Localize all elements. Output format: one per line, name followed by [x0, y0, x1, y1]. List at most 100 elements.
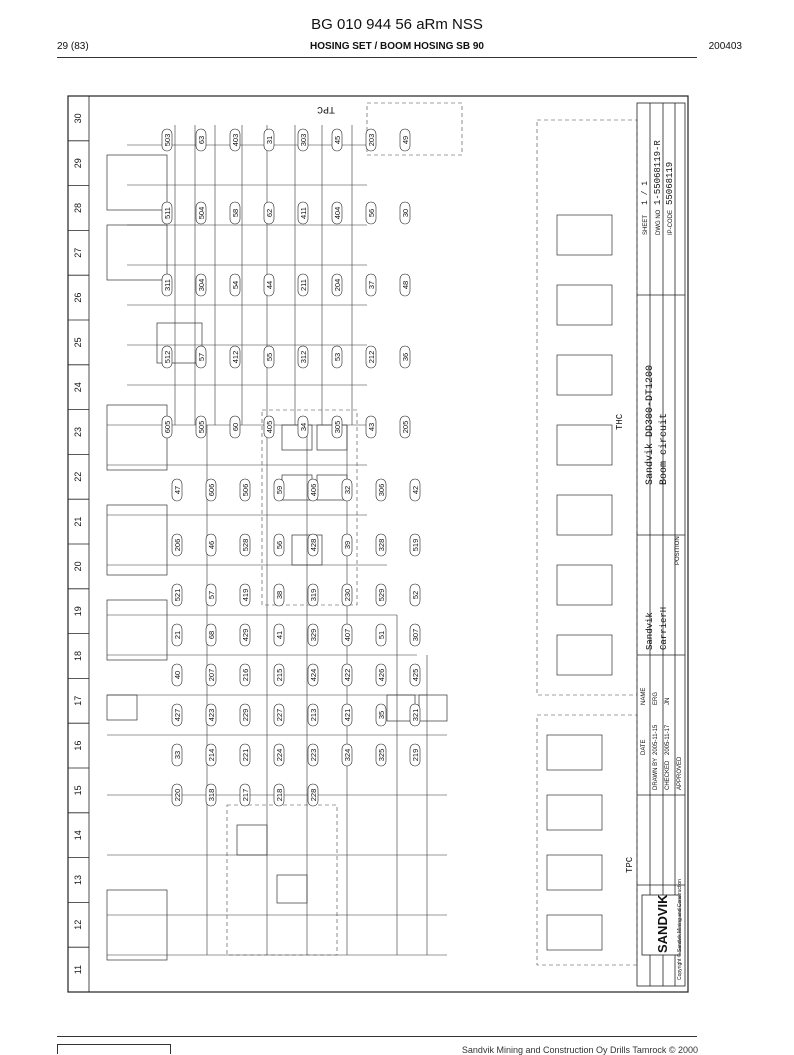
hose-number-label: 68: [205, 623, 217, 647]
grid-column-number: 29: [73, 158, 83, 168]
svg-text:424: 424: [309, 669, 318, 682]
grid-column-number: 12: [73, 920, 83, 930]
approved-label: APPROVED: [677, 756, 683, 790]
svg-text:512: 512: [163, 351, 172, 364]
hose-number-label: 318: [205, 783, 217, 807]
header-rule: [57, 57, 697, 58]
svg-text:427: 427: [173, 709, 182, 722]
hose-number-label: 426: [375, 663, 387, 687]
hose-number-label: 49: [399, 128, 411, 152]
svg-text:38: 38: [275, 591, 284, 599]
svg-text:429: 429: [241, 629, 250, 642]
hose-number-label: 429: [239, 623, 251, 647]
grid-column-number: 19: [73, 606, 83, 616]
svg-text:58: 58: [231, 209, 240, 217]
hose-number-label: 505: [195, 415, 207, 439]
document-date: 200403: [708, 41, 742, 52]
grid-column-number: 26: [73, 293, 83, 303]
svg-text:43: 43: [367, 423, 376, 431]
hose-number-label: 228: [307, 783, 319, 807]
hose-number-label: 205: [399, 415, 411, 439]
hose-number-label: 405: [263, 415, 275, 439]
hose-number-label: 329: [307, 623, 319, 647]
svg-text:407: 407: [343, 629, 352, 642]
hose-number-label: 214: [205, 743, 217, 767]
grid-column-number: 15: [73, 785, 83, 795]
grid-column-number: 25: [73, 337, 83, 347]
hose-number-label: 32: [341, 478, 353, 502]
hose-number-label: 403: [229, 128, 241, 152]
grid-column-number: 11: [73, 965, 83, 974]
svg-text:307: 307: [411, 629, 420, 642]
svg-text:57: 57: [207, 591, 216, 599]
svg-text:203: 203: [367, 134, 376, 147]
svg-text:529: 529: [377, 589, 386, 602]
svg-text:36: 36: [401, 353, 410, 361]
svg-text:37: 37: [367, 281, 376, 289]
svg-text:212: 212: [367, 351, 376, 364]
svg-text:511: 511: [163, 207, 172, 219]
grid-column-number: 22: [73, 472, 83, 482]
hose-number-label: 311: [161, 273, 173, 297]
hose-number-label: 40: [171, 663, 183, 687]
svg-text:519: 519: [411, 539, 420, 552]
svg-text:42: 42: [411, 486, 420, 494]
hose-number-label: 407: [341, 623, 353, 647]
hose-number-label: 204: [331, 273, 343, 297]
page-number: 29 (83): [57, 41, 89, 52]
thc-label: THC: [615, 413, 625, 430]
hose-number-label: 504: [195, 201, 207, 225]
valve-bank: [546, 214, 613, 951]
hose-number-label: 529: [375, 583, 387, 607]
hose-number-label: 42: [409, 478, 421, 502]
hose-number-label: 63: [195, 128, 207, 152]
ip-label: IP-CODE: [668, 210, 674, 235]
hose-number-label: 220: [171, 783, 183, 807]
checked-date: 2005-11-17: [665, 724, 671, 755]
grid-column-number: 27: [73, 248, 83, 258]
hose-number-label: 45: [331, 128, 343, 152]
hose-number-label: 218: [273, 783, 285, 807]
svg-text:40: 40: [173, 671, 182, 679]
hose-number-label: 519: [409, 533, 421, 557]
svg-text:504: 504: [197, 207, 206, 220]
hose-number-label: 306: [375, 478, 387, 502]
brand-name: Sandvik: [645, 612, 655, 650]
hose-number-label: 212: [365, 345, 377, 369]
hose-number-label: 60: [229, 415, 241, 439]
hose-number-label: 303: [297, 128, 309, 152]
checked-label: CHECKED: [665, 760, 671, 790]
svg-text:213: 213: [309, 709, 318, 722]
svg-text:215: 215: [275, 669, 284, 682]
central-valve-blocks: [236, 424, 448, 904]
sheet-value: 1 / 1: [641, 181, 650, 205]
hose-number-label: 406: [307, 478, 319, 502]
hose-number-label: 521: [171, 583, 183, 607]
svg-text:506: 506: [241, 484, 250, 497]
hose-number-label: 217: [239, 783, 251, 807]
svg-text:205: 205: [401, 421, 410, 434]
svg-text:204: 204: [333, 279, 342, 292]
svg-text:426: 426: [377, 669, 386, 682]
svg-text:223: 223: [309, 749, 318, 762]
hose-number-label: 419: [239, 583, 251, 607]
svg-text:206: 206: [173, 539, 182, 552]
grid-column-number: 30: [73, 113, 83, 123]
footer-copyright: Sandvik Mining and Construction Oy Drill…: [461, 1045, 698, 1055]
svg-text:318: 318: [207, 789, 216, 802]
hose-number-label: 211: [297, 273, 309, 297]
grid-column-number: 13: [73, 875, 83, 885]
svg-text:31: 31: [265, 136, 274, 144]
hose-number-label: 605: [161, 415, 173, 439]
document-title: BG 010 944 56 aRm NSS: [311, 16, 483, 33]
svg-text:45: 45: [333, 136, 342, 144]
svg-text:56: 56: [275, 541, 284, 549]
svg-text:230: 230: [343, 589, 352, 602]
svg-text:421: 421: [343, 709, 352, 722]
svg-text:54: 54: [231, 281, 240, 289]
svg-text:304: 304: [197, 279, 206, 292]
svg-text:62: 62: [265, 209, 274, 217]
svg-text:319: 319: [309, 589, 318, 602]
svg-text:207: 207: [207, 669, 216, 682]
svg-text:63: 63: [197, 136, 206, 144]
